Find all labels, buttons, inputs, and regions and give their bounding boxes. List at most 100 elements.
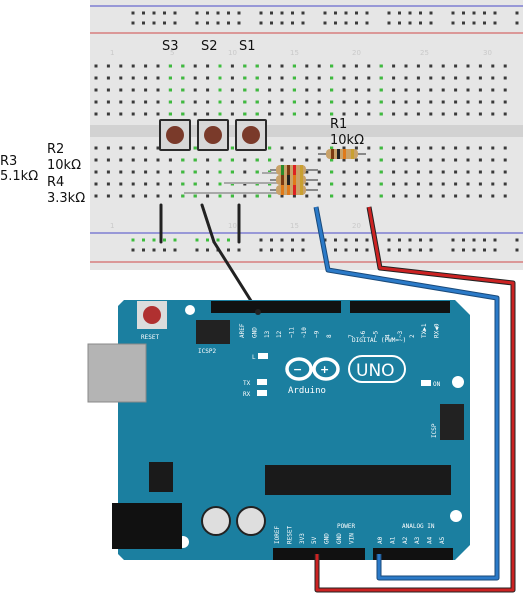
breadboard-hole [181,88,185,92]
digital-header-left [211,301,341,313]
breadboard-hole [94,88,98,92]
pushbutton-s1[interactable] [235,119,267,151]
breadboard-hole [152,11,156,15]
microcontroller-chip [265,465,451,495]
led-rx [257,390,267,396]
breadboard-hole [367,76,371,80]
breadboard-hole [503,182,507,186]
breadboard-hole [355,11,358,15]
label-s2: S2 [201,39,218,54]
breadboard-hole [131,194,135,198]
breadboard-hole [342,112,346,116]
breadboard-hole [94,194,98,198]
breadboard: 1 5 10 15 20 25 30 1 10 15 20 [90,0,523,270]
breadboard-hole [255,158,259,162]
breadboard-hole [291,21,294,25]
breadboard-hole [168,76,172,80]
breadboard-hole [106,194,110,198]
breadboard-hole [379,112,383,116]
breadboard-hole [193,100,197,104]
breadboard-hole [142,21,145,25]
breadboard-hole [106,158,110,162]
breadboard-hole [227,248,230,252]
breadboard-hole [503,64,507,68]
breadboard-hole [503,112,507,116]
breadboard-hole [379,146,383,150]
breadboard-hole [193,88,197,92]
breadboard-hole [342,170,346,174]
breadboard-hole [466,158,470,162]
breadboard-hole [156,64,160,68]
pin-label: RX◀0 [433,323,440,338]
breadboard-hole [317,64,321,68]
breadboard-hole [317,158,321,162]
breadboard-hole [193,146,197,150]
breadboard-hole [156,170,160,174]
breadboard-hole [156,112,160,116]
breadboard-hole [243,158,247,162]
breadboard-hole [398,248,401,252]
breadboard-hole [454,100,458,104]
breadboard-hole [404,88,408,92]
analog-in-label: ANALOG IN [402,523,435,530]
breadboard-hole [106,146,110,150]
pushbutton-s3[interactable] [159,119,191,151]
breadboard-hole [354,112,358,116]
arduino-logo: − + [285,355,406,383]
resistor-r4 [270,185,318,195]
breadboard-hole [462,21,465,25]
breadboard-hole [392,170,396,174]
breadboard-hole [478,170,482,174]
breadboard-hole [404,100,408,104]
breadboard-hole [472,248,476,252]
breadboard-hole [106,88,110,92]
breadboard-hole [243,100,247,104]
breadboard-hole [268,88,272,92]
breadboard-hole [429,21,433,25]
breadboard-hole [292,158,296,162]
breadboard-hole [387,248,391,252]
breadboard-hole [429,64,433,68]
breadboard-hole [94,112,98,116]
breadboard-hole [270,248,273,252]
resistor-r2 [270,175,318,185]
breadboard-hole [404,194,408,198]
breadboard-hole [429,76,433,80]
breadboard-hole [206,21,209,25]
breadboard-hole [478,194,482,198]
breadboard-hole [305,88,309,92]
breadboard-hole [144,100,148,104]
led-on [421,380,431,386]
pushbutton-s2[interactable] [197,119,229,151]
label-r2-name: R2 [47,142,64,157]
breadboard-hole [131,170,135,174]
reset-button[interactable] [137,301,167,329]
breadboard-hole [280,112,284,116]
breadboard-hole [317,170,321,174]
icsp-label: ICSP [431,423,438,438]
breadboard-hole [181,194,185,198]
breadboard-hole [404,146,408,150]
breadboard-hole [478,64,482,68]
breadboard-hole [354,146,358,150]
breadboard-hole [106,76,110,80]
breadboard-hole [94,170,98,174]
breadboard-hole [478,146,482,150]
pin-label: 3V3 [299,533,306,544]
breadboard-hole [330,100,334,104]
breadboard-hole [119,182,123,186]
breadboard-hole [404,76,408,80]
breadboard-hole [441,100,445,104]
breadboard-hole [441,170,445,174]
breadboard-hole [354,76,358,80]
breadboard-hole [342,158,346,162]
breadboard-hole [379,64,383,68]
breadboard-hole [451,11,455,15]
breadboard-hole [392,64,396,68]
breadboard-hole [119,88,123,92]
pin-label: A2 [402,536,409,544]
breadboard-hole [454,88,458,92]
breadboard-hole [206,170,210,174]
breadboard-hole [181,170,185,174]
